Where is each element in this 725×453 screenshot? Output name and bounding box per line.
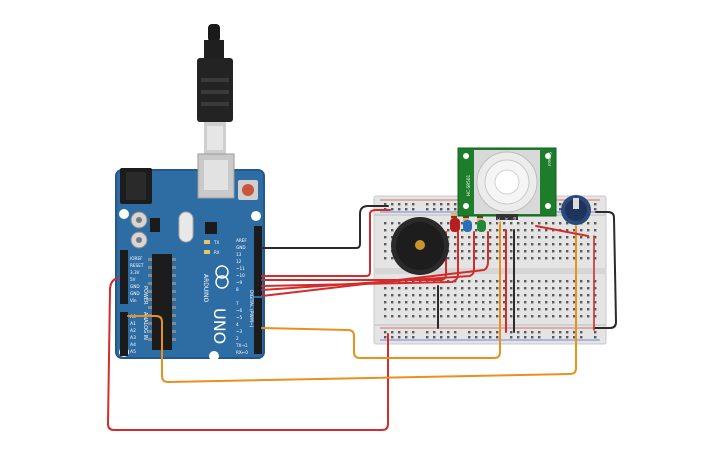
svg-text:A2: A2 [130,328,136,334]
svg-text:Vin: Vin [130,298,137,303]
rx-label: RX [214,250,220,255]
svg-text:A1: A1 [130,321,136,327]
led-green[interactable] [477,220,486,232]
svg-text:GND: GND [236,245,246,250]
buzzer[interactable] [391,217,449,275]
wire-orange-pot [127,225,577,383]
power-pin-labels: IOREF RESET 3.3V 5V GND GND Vin POWER [130,256,148,305]
analog-title: ANALOG IN [142,312,148,340]
svg-text:~6: ~6 [236,308,243,313]
arduino-logo-icon [215,265,229,279]
svg-text:RX←0: RX←0 [236,350,248,355]
wire-5v-red [107,277,389,431]
svg-text:13: 13 [236,252,242,257]
power-title: POWER [142,286,148,305]
digital-header-low [254,298,262,354]
arduino-board[interactable]: TX RX IOREF RESET 3.3V 5V GND GND Vin PO… [115,153,265,361]
svg-text:TX→1: TX→1 [235,343,248,348]
svg-text:~10: ~10 [236,273,245,278]
svg-text:AREF: AREF [236,238,247,243]
svg-text:GND: GND [130,291,140,296]
svg-text:~11: ~11 [236,266,245,271]
pir-sensor[interactable]: HC-SR501 Sensor VCC OUT GND [457,147,557,225]
led-blue[interactable] [463,220,472,232]
svg-text:2: 2 [236,336,239,341]
tx-label: TX [213,240,219,245]
wire-orange-pir [261,221,501,359]
potentiometer[interactable] [561,195,591,225]
svg-text:RESET: RESET [130,263,144,268]
svg-text:8: 8 [236,287,239,292]
led-red[interactable] [450,218,460,232]
digital-pin-labels: AREF GND 13 12 ~11 ~10 ~9 8 7 ~6 ~5 4 ~3… [235,238,254,355]
svg-text:3.3V: 3.3V [130,270,140,275]
svg-text:~5: ~5 [236,315,243,320]
svg-text:5V: 5V [130,277,136,282]
digital-header-high [254,226,262,296]
svg-text:7: 7 [236,301,239,306]
svg-text:4: 4 [236,322,239,327]
pir-gnd: GND [513,217,517,225]
board-name: ARDUINO [202,274,209,303]
pir-left-text: HC-SR501 [466,175,471,196]
svg-text:A3: A3 [130,335,136,341]
pir-vcc: VCC [497,217,501,225]
wire-d10-red [261,209,391,277]
svg-text:~9: ~9 [236,280,243,285]
pir-right-text: Sensor [547,152,552,167]
analog-header [120,312,128,356]
wire-gnd-black [261,205,389,249]
usb-cable [197,24,233,154]
svg-text:12: 12 [236,259,242,264]
wires [107,205,617,431]
wire-d7-red [261,231,475,291]
microcontroller-chip [152,254,172,350]
digital-title: DIGITAL (PWM~) [248,290,254,328]
svg-text:~3: ~3 [236,329,243,334]
power-header [120,250,128,304]
svg-text:IOREF: IOREF [130,256,143,261]
wire-pot-gnd [593,211,617,329]
svg-text:GND: GND [130,284,140,289]
svg-text:A4: A4 [130,342,136,348]
wire-d6-red [261,231,489,297]
pir-out: OUT [505,217,509,225]
board-brand: UNO [210,308,229,344]
center-channel [374,268,606,274]
svg-text:A5: A5 [130,349,136,355]
